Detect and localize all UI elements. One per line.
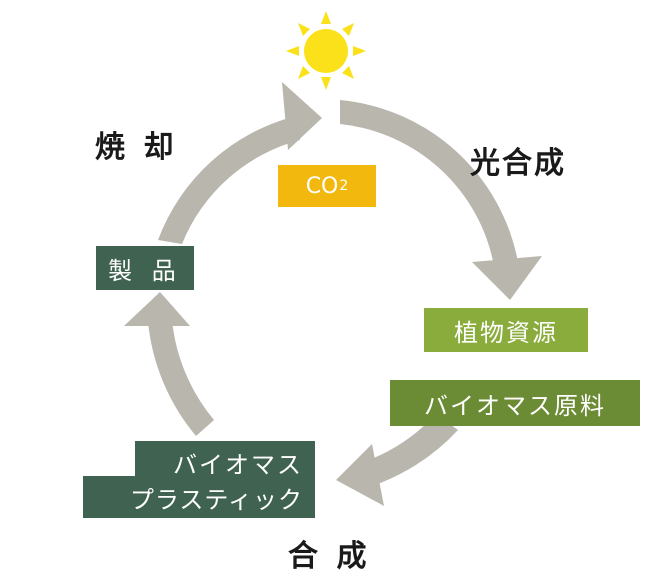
biomass-plastic-box-line2: プラスティック <box>83 476 315 518</box>
arrow-incineration <box>158 82 322 244</box>
stage-label-photosynthesis: 光合成 <box>470 146 566 181</box>
stage-label-incineration: 焼 却 <box>95 130 178 165</box>
plant-resources-box: 植物資源 <box>424 308 588 352</box>
co2-label: CO <box>305 173 339 199</box>
products-box: 製 品 <box>96 246 194 290</box>
co2-subscript: 2 <box>339 178 349 194</box>
arrow-to-products <box>124 292 214 436</box>
arrow-photosynthesis <box>340 100 542 300</box>
sun-icon <box>286 11 366 90</box>
arrow-synthesis <box>336 414 458 506</box>
stage-label-synthesis: 合 成 <box>288 539 371 574</box>
biomass-raw-material-box: バイオマス原料 <box>390 380 640 426</box>
